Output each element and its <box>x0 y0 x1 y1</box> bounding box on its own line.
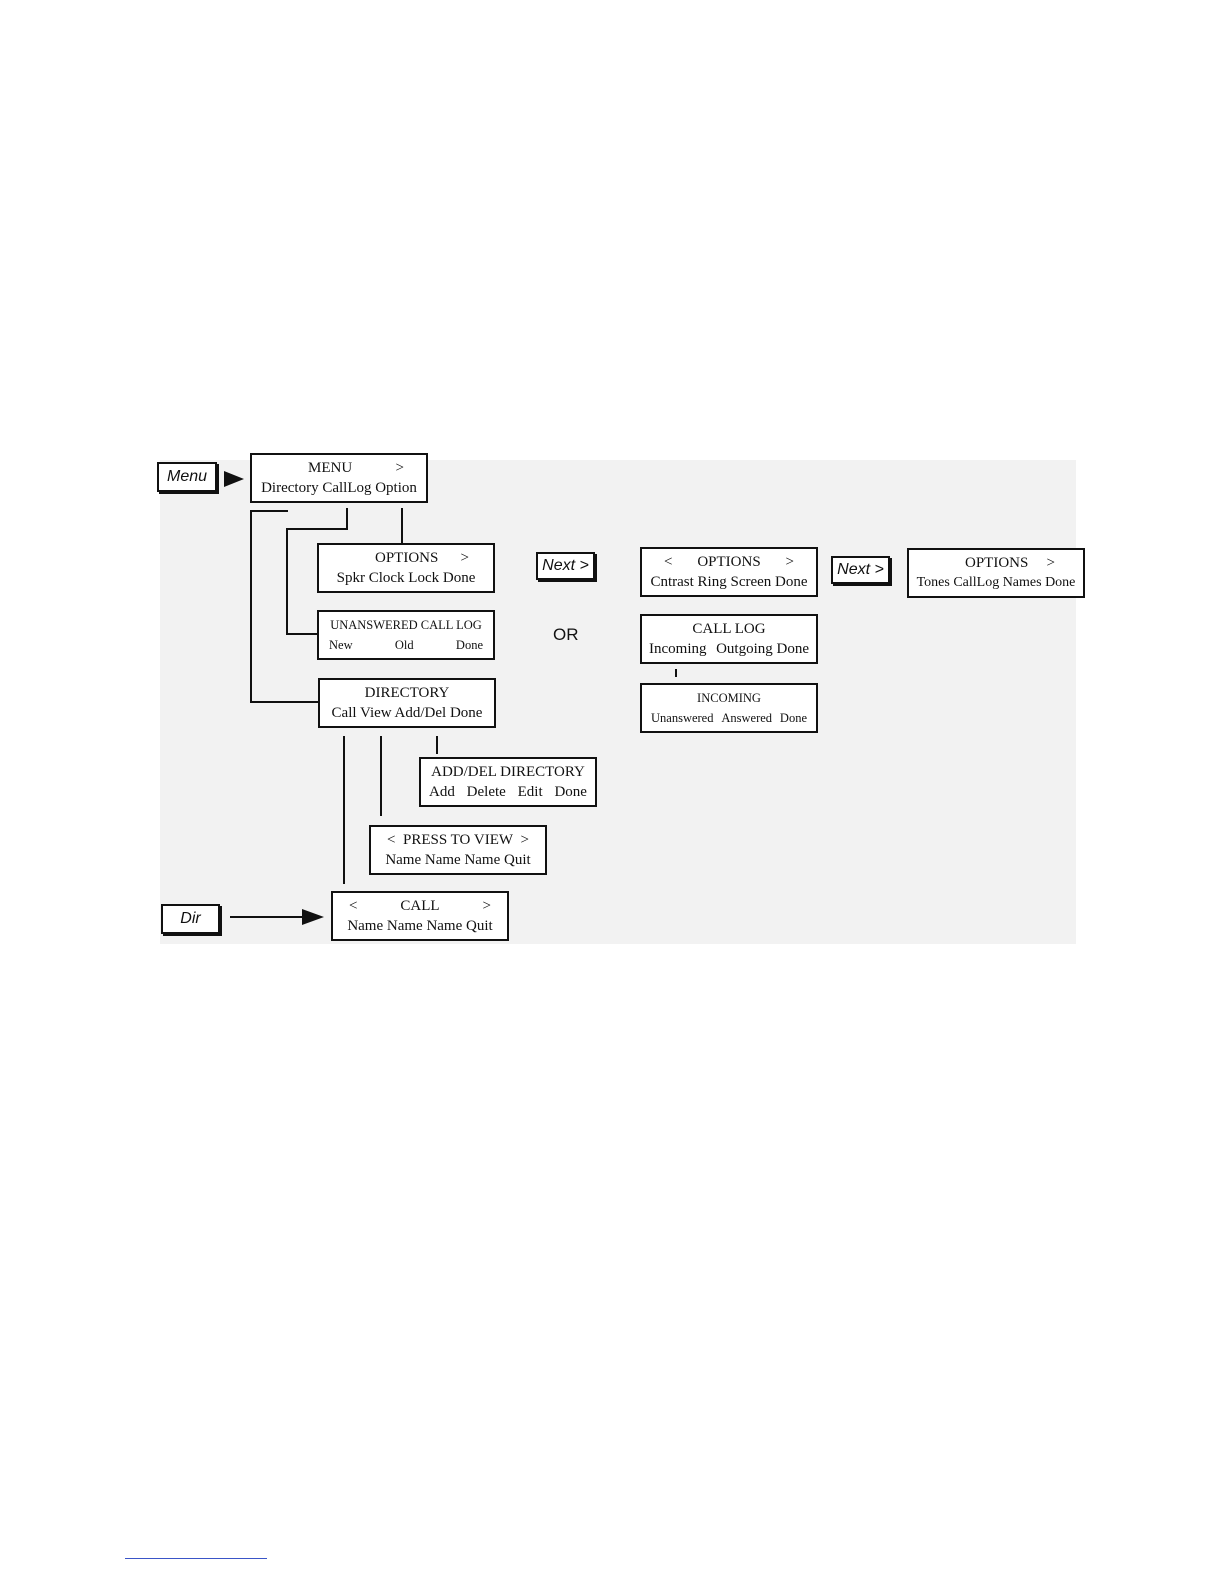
options1-options: Spkr Clock Lock Done <box>336 570 476 586</box>
menu-title: MENU <box>308 460 353 476</box>
call-log-screen: CALL LOG Incoming Outgoing Done <box>640 614 818 664</box>
call-prev-indicator: < <box>349 898 358 914</box>
incoming-title: INCOMING <box>697 691 761 705</box>
options3-next-indicator: > <box>1046 555 1055 571</box>
call-title: CALL <box>400 898 440 914</box>
connector-line <box>343 736 345 884</box>
menu-options: Directory CallLog Option <box>261 480 417 496</box>
options2-prev-indicator: < <box>664 554 673 570</box>
options2-title: OPTIONS <box>697 554 761 570</box>
call-screen: < CALL > Name Name Name Quit <box>331 891 509 941</box>
next-key-1[interactable]: Next > <box>536 552 595 580</box>
press-to-view-screen: < PRESS TO VIEW > Name Name Name Quit <box>369 825 547 875</box>
connector-line <box>286 528 288 635</box>
connector-line <box>401 508 403 544</box>
pressview-next-indicator: > <box>520 832 529 848</box>
incoming-option-done: Done <box>779 711 807 725</box>
adddel-option-done: Done <box>554 784 587 800</box>
options3-options: Tones CallLog Names Done <box>916 575 1076 590</box>
footnote-rule <box>125 1558 267 1559</box>
connector-line <box>250 510 252 703</box>
menu-screen: MENU > Directory CallLog Option <box>250 453 428 503</box>
directory-screen: DIRECTORY Call View Add/Del Done <box>318 678 496 728</box>
connector-line <box>286 633 318 635</box>
menu-key[interactable]: Menu <box>157 462 217 492</box>
call-options: Name Name Name Quit <box>347 918 493 934</box>
adddel-title: ADD/DEL DIRECTORY <box>431 764 585 780</box>
incoming-option-answered: Answered <box>721 711 773 725</box>
options3-title: OPTIONS <box>965 555 1029 571</box>
options-screen-2: < OPTIONS > Cntrast Ring Screen Done <box>640 547 818 597</box>
connector-line <box>380 736 382 816</box>
options-screen-3: OPTIONS > Tones CallLog Names Done <box>907 548 1085 598</box>
incoming-option-unanswered: Unanswered <box>651 711 714 725</box>
connector-line <box>286 528 348 530</box>
arrow-menu-to-screen <box>224 471 244 487</box>
pressview-title: PRESS TO VIEW <box>402 832 514 848</box>
call-next-indicator: > <box>482 898 491 914</box>
arrow-dir-head <box>302 909 324 925</box>
unanswered-option-done: Done <box>455 638 483 652</box>
directory-options: Call View Add/Del Done <box>331 705 483 721</box>
menu-next-indicator: > <box>395 460 404 476</box>
dir-key[interactable]: Dir <box>161 904 220 934</box>
unanswered-option-old: Old <box>394 638 414 652</box>
connector-line <box>675 669 677 677</box>
add-del-directory-screen: ADD/DEL DIRECTORY Add Delete Edit Done <box>419 757 597 807</box>
adddel-option-add: Add <box>429 784 455 800</box>
connector-line <box>346 508 348 530</box>
pressview-prev-indicator: < <box>387 832 396 848</box>
options1-title: OPTIONS <box>375 550 439 566</box>
calllog-title: CALL LOG <box>692 621 766 637</box>
pressview-options: Name Name Name Quit <box>385 852 531 868</box>
options1-next-indicator: > <box>460 550 469 566</box>
options-screen-1: OPTIONS > Spkr Clock Lock Done <box>317 543 495 593</box>
connector-line <box>250 510 288 512</box>
directory-title: DIRECTORY <box>364 685 450 701</box>
adddel-option-edit: Edit <box>517 784 543 800</box>
unanswered-title: UNANSWERED CALL LOG <box>330 618 482 632</box>
unanswered-option-new: New <box>329 638 353 652</box>
incoming-screen: INCOMING Unanswered Answered Done <box>640 683 818 733</box>
adddel-option-delete: Delete <box>466 784 506 800</box>
calllog-option-incoming: Incoming <box>649 641 707 657</box>
options2-options: Cntrast Ring Screen Done <box>650 574 808 590</box>
calllog-option-outgoing-done: Outgoing Done <box>716 641 809 657</box>
next-key-2[interactable]: Next > <box>831 556 890 584</box>
connector-line <box>250 701 318 703</box>
unanswered-call-log-screen: UNANSWERED CALL LOG New Old Done <box>317 610 495 660</box>
options2-next-indicator: > <box>785 554 794 570</box>
or-label: OR <box>553 625 579 644</box>
connector-line <box>436 736 438 754</box>
